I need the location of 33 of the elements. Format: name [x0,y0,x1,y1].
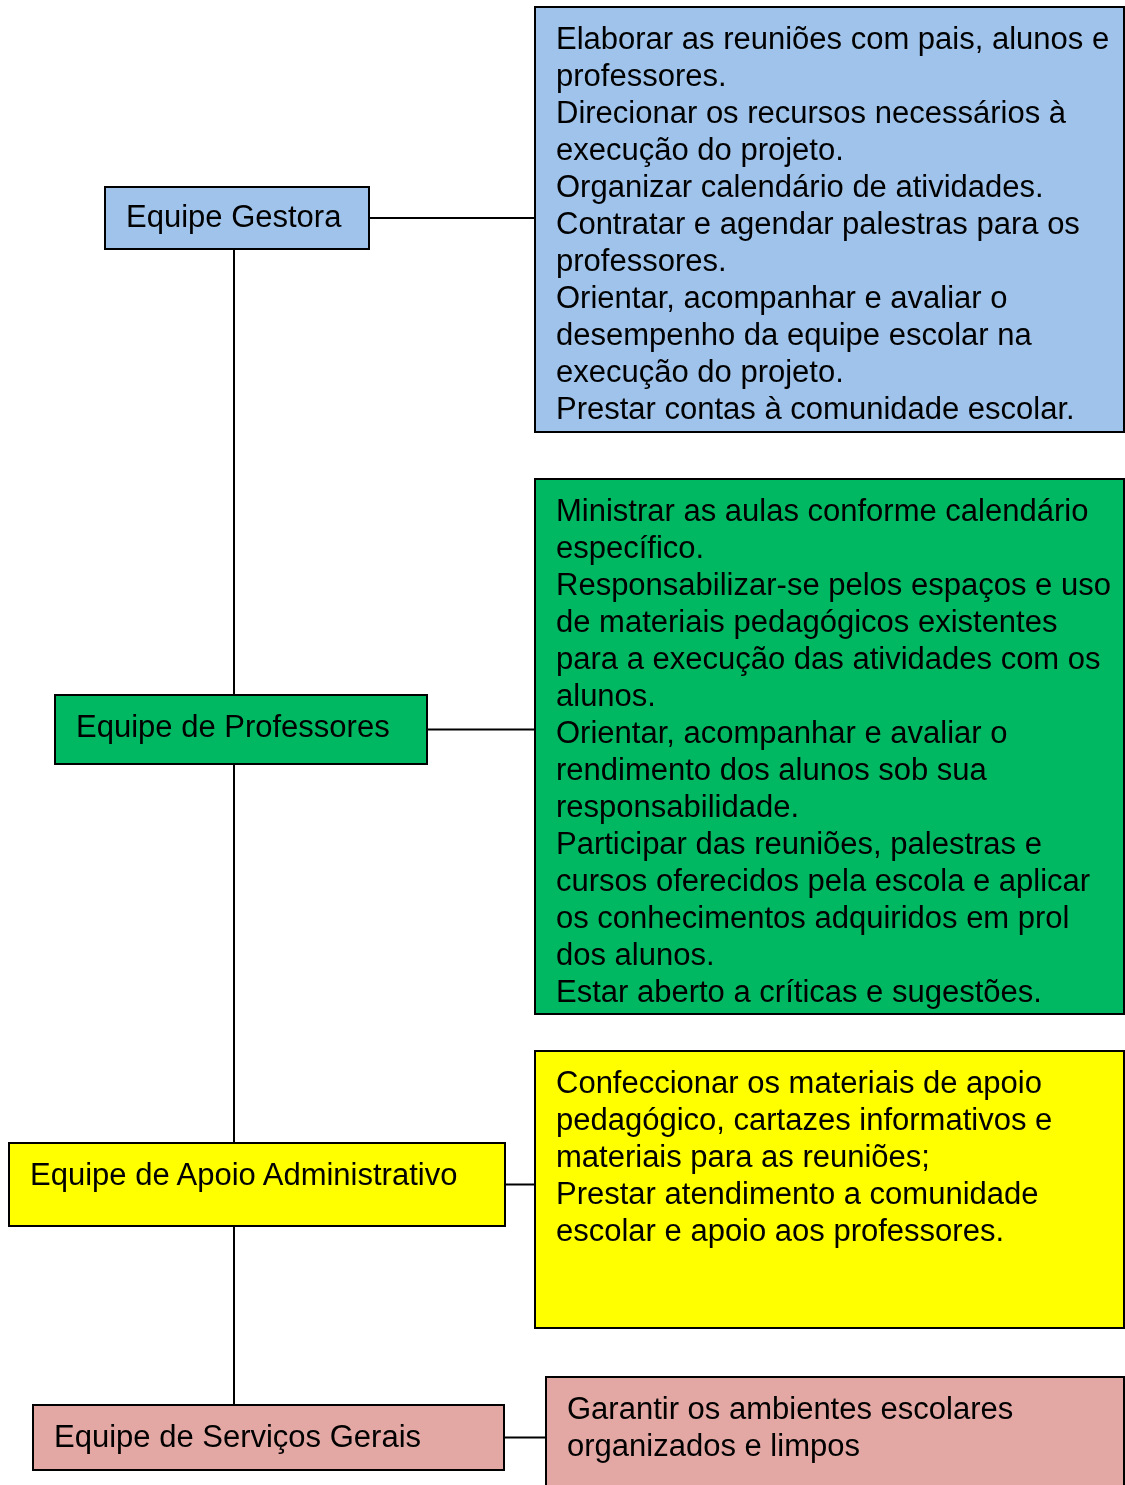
team-box [32,1404,505,1471]
connector-line [505,1183,535,1186]
team-box [54,694,428,765]
task-text: Responsabilizar-se pelos espaços e uso de materiais pedagógicos existentes para a execução das atividades com os alunos. [556,566,1111,714]
connector-line [369,217,535,219]
task-text: Participar das reuniões, palestras e cursos oferecidos pela escola e aplicar os conhecimentos adquiridos em prol dos alunos. [556,825,1092,973]
connector-line [233,249,235,695]
connector-line [233,1226,235,1405]
task-text: Elaborar as reuniões com pais, alunos e professores. [556,20,1111,94]
task-text: Organizar calendário de atividades. [556,168,1045,205]
team-name: Equipe de Professores [76,708,391,745]
task-box [534,6,1125,433]
task-text: Prestar contas à comunidade escolar. [556,390,1076,427]
task-text: Estar aberto a críticas e sugestões. [556,973,1043,1010]
team-name: Equipe de Apoio Administrativo [30,1156,459,1193]
task-box [545,1376,1125,1485]
task-text: Direcionar os recursos necessários à execução do projeto. [556,94,1067,168]
connector-line [427,728,535,731]
task-text: Confeccionar os materiais de apoio pedagógico, cartazes informativos e materiais para as reuniões; [556,1064,1054,1175]
task-text: Orientar, acompanhar e avaliar o desempenho da equipe escolar na execução do projeto. [556,279,1033,390]
task-box [534,478,1125,1015]
task-text: Ministrar as aulas conforme calendário específico. [556,492,1090,566]
task-text: Prestar atendimento a comunidade escolar e apoio aos professores. [556,1175,1040,1249]
team-name: Equipe de Serviços Gerais [54,1418,423,1455]
connector-line [233,764,235,1143]
team-name: Equipe Gestora [126,198,343,235]
team-box [8,1142,506,1227]
connector-line [504,1436,546,1439]
task-text: Garantir os ambientes escolares organizados e limpos [567,1390,1015,1464]
task-text: Contratar e agendar palestras para os professores. [556,205,1081,279]
team-box [104,186,370,250]
task-text: Orientar, acompanhar e avaliar o rendimento dos alunos sob sua responsabilidade. [556,714,1009,825]
task-box [534,1050,1125,1329]
